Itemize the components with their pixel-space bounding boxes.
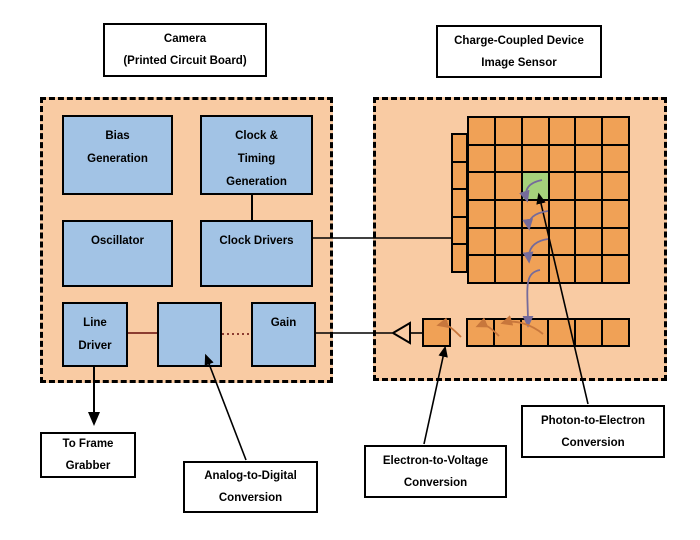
- analog-to-digital-label: Analog-to-Digital Conversion: [183, 461, 318, 513]
- photosite-cell: [468, 227, 495, 256]
- photosite-cell: [494, 199, 522, 228]
- gain-block: Gain: [251, 302, 316, 367]
- photosite-cell: [548, 227, 576, 256]
- horizontal-shift-register: [466, 318, 630, 347]
- photosite-cell: [602, 172, 629, 200]
- output-node-cell: [422, 318, 451, 347]
- photosite-cell: [452, 161, 467, 190]
- photosite-cell: [467, 319, 494, 346]
- photosite-cell: [468, 255, 495, 283]
- photosite-cell: [548, 144, 576, 173]
- photosite-cell: [575, 172, 603, 200]
- photosite-cell: [575, 144, 603, 173]
- photosite-cell: [548, 199, 576, 228]
- photosite-cell: [575, 227, 603, 256]
- photosite-cell: [548, 255, 576, 283]
- adc-block: [157, 302, 222, 367]
- line-driver-block: Line Driver: [62, 302, 128, 367]
- to-frame-grabber-label: To Frame Grabber: [40, 432, 136, 478]
- photosite-cell: [521, 144, 549, 173]
- photosite-cell: [494, 227, 522, 256]
- photosite-cell: [468, 117, 495, 145]
- photosite-cell: [468, 172, 495, 200]
- photosite-cell: [494, 255, 522, 283]
- camera-title-box: Camera (Printed Circuit Board): [103, 23, 267, 77]
- photosite-cell: [548, 319, 575, 346]
- photosite-cell-green: [521, 172, 549, 200]
- photosite-cell: [521, 199, 549, 228]
- photosite-cell: [602, 227, 629, 256]
- photosite-cell: [494, 172, 522, 200]
- bias-generation-block: Bias Generation: [62, 115, 173, 195]
- photosite-cell: [575, 117, 603, 145]
- photosite-cell: [548, 172, 576, 200]
- photosite-cell: [423, 319, 450, 346]
- photosite-cell: [548, 117, 576, 145]
- photosite-cell: [468, 144, 495, 173]
- photosite-cell: [494, 117, 522, 145]
- photosite-cell: [602, 255, 629, 283]
- clock-timing-generation-block: Clock & Timing Generation: [200, 115, 313, 195]
- photosite-cell: [494, 144, 522, 173]
- photosite-cell: [602, 144, 629, 173]
- photosite-cell: [521, 227, 549, 256]
- photosite-cell: [575, 319, 602, 346]
- photosite-cell: [602, 319, 629, 346]
- sensor-title-box: Charge-Coupled Device Image Sensor: [436, 25, 602, 78]
- clock-drivers-block: Clock Drivers: [200, 220, 313, 287]
- photosite-cell: [468, 199, 495, 228]
- photosite-cell: [452, 189, 467, 217]
- photosite-cell: [521, 117, 549, 145]
- photosite-cell: [521, 255, 549, 283]
- pixel-grid: [467, 116, 630, 284]
- vertical-shift-register: [451, 133, 468, 273]
- photosite-cell: [602, 117, 629, 145]
- photosite-cell: [494, 319, 521, 346]
- photosite-cell: [521, 319, 548, 346]
- electron-to-voltage-label: Electron-to-Voltage Conversion: [364, 445, 507, 498]
- photosite-cell: [575, 255, 603, 283]
- photosite-cell: [452, 134, 467, 162]
- photosite-cell: [602, 199, 629, 228]
- oscillator-block: Oscillator: [62, 220, 173, 287]
- photosite-cell: [452, 216, 467, 245]
- photon-to-electron-label: Photon-to-Electron Conversion: [521, 405, 665, 458]
- photosite-cell: [575, 199, 603, 228]
- photosite-cell: [452, 244, 467, 272]
